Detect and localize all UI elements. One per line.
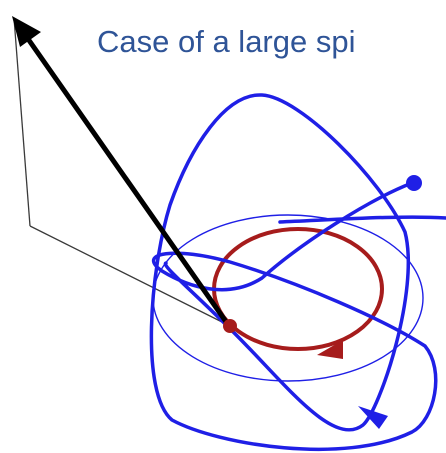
vector-arrowhead-icon [12, 16, 41, 47]
orbit-tail-path [278, 215, 446, 224]
orbit-path [149, 93, 438, 452]
construction-line-left [13, 17, 31, 227]
orbit-arrowhead-icon [358, 406, 388, 429]
total-vector-shaft [23, 33, 232, 329]
center-marker-icon [223, 319, 237, 333]
construction-lines [13, 17, 231, 327]
orbit-curve-group [149, 93, 446, 452]
construction-line-bottom [29, 225, 231, 327]
total-vector-group [12, 16, 232, 329]
caption-title: Case of a large spi [97, 24, 355, 59]
orbit-start-marker-icon [406, 175, 422, 191]
spin-arrowhead-icon [317, 340, 343, 359]
